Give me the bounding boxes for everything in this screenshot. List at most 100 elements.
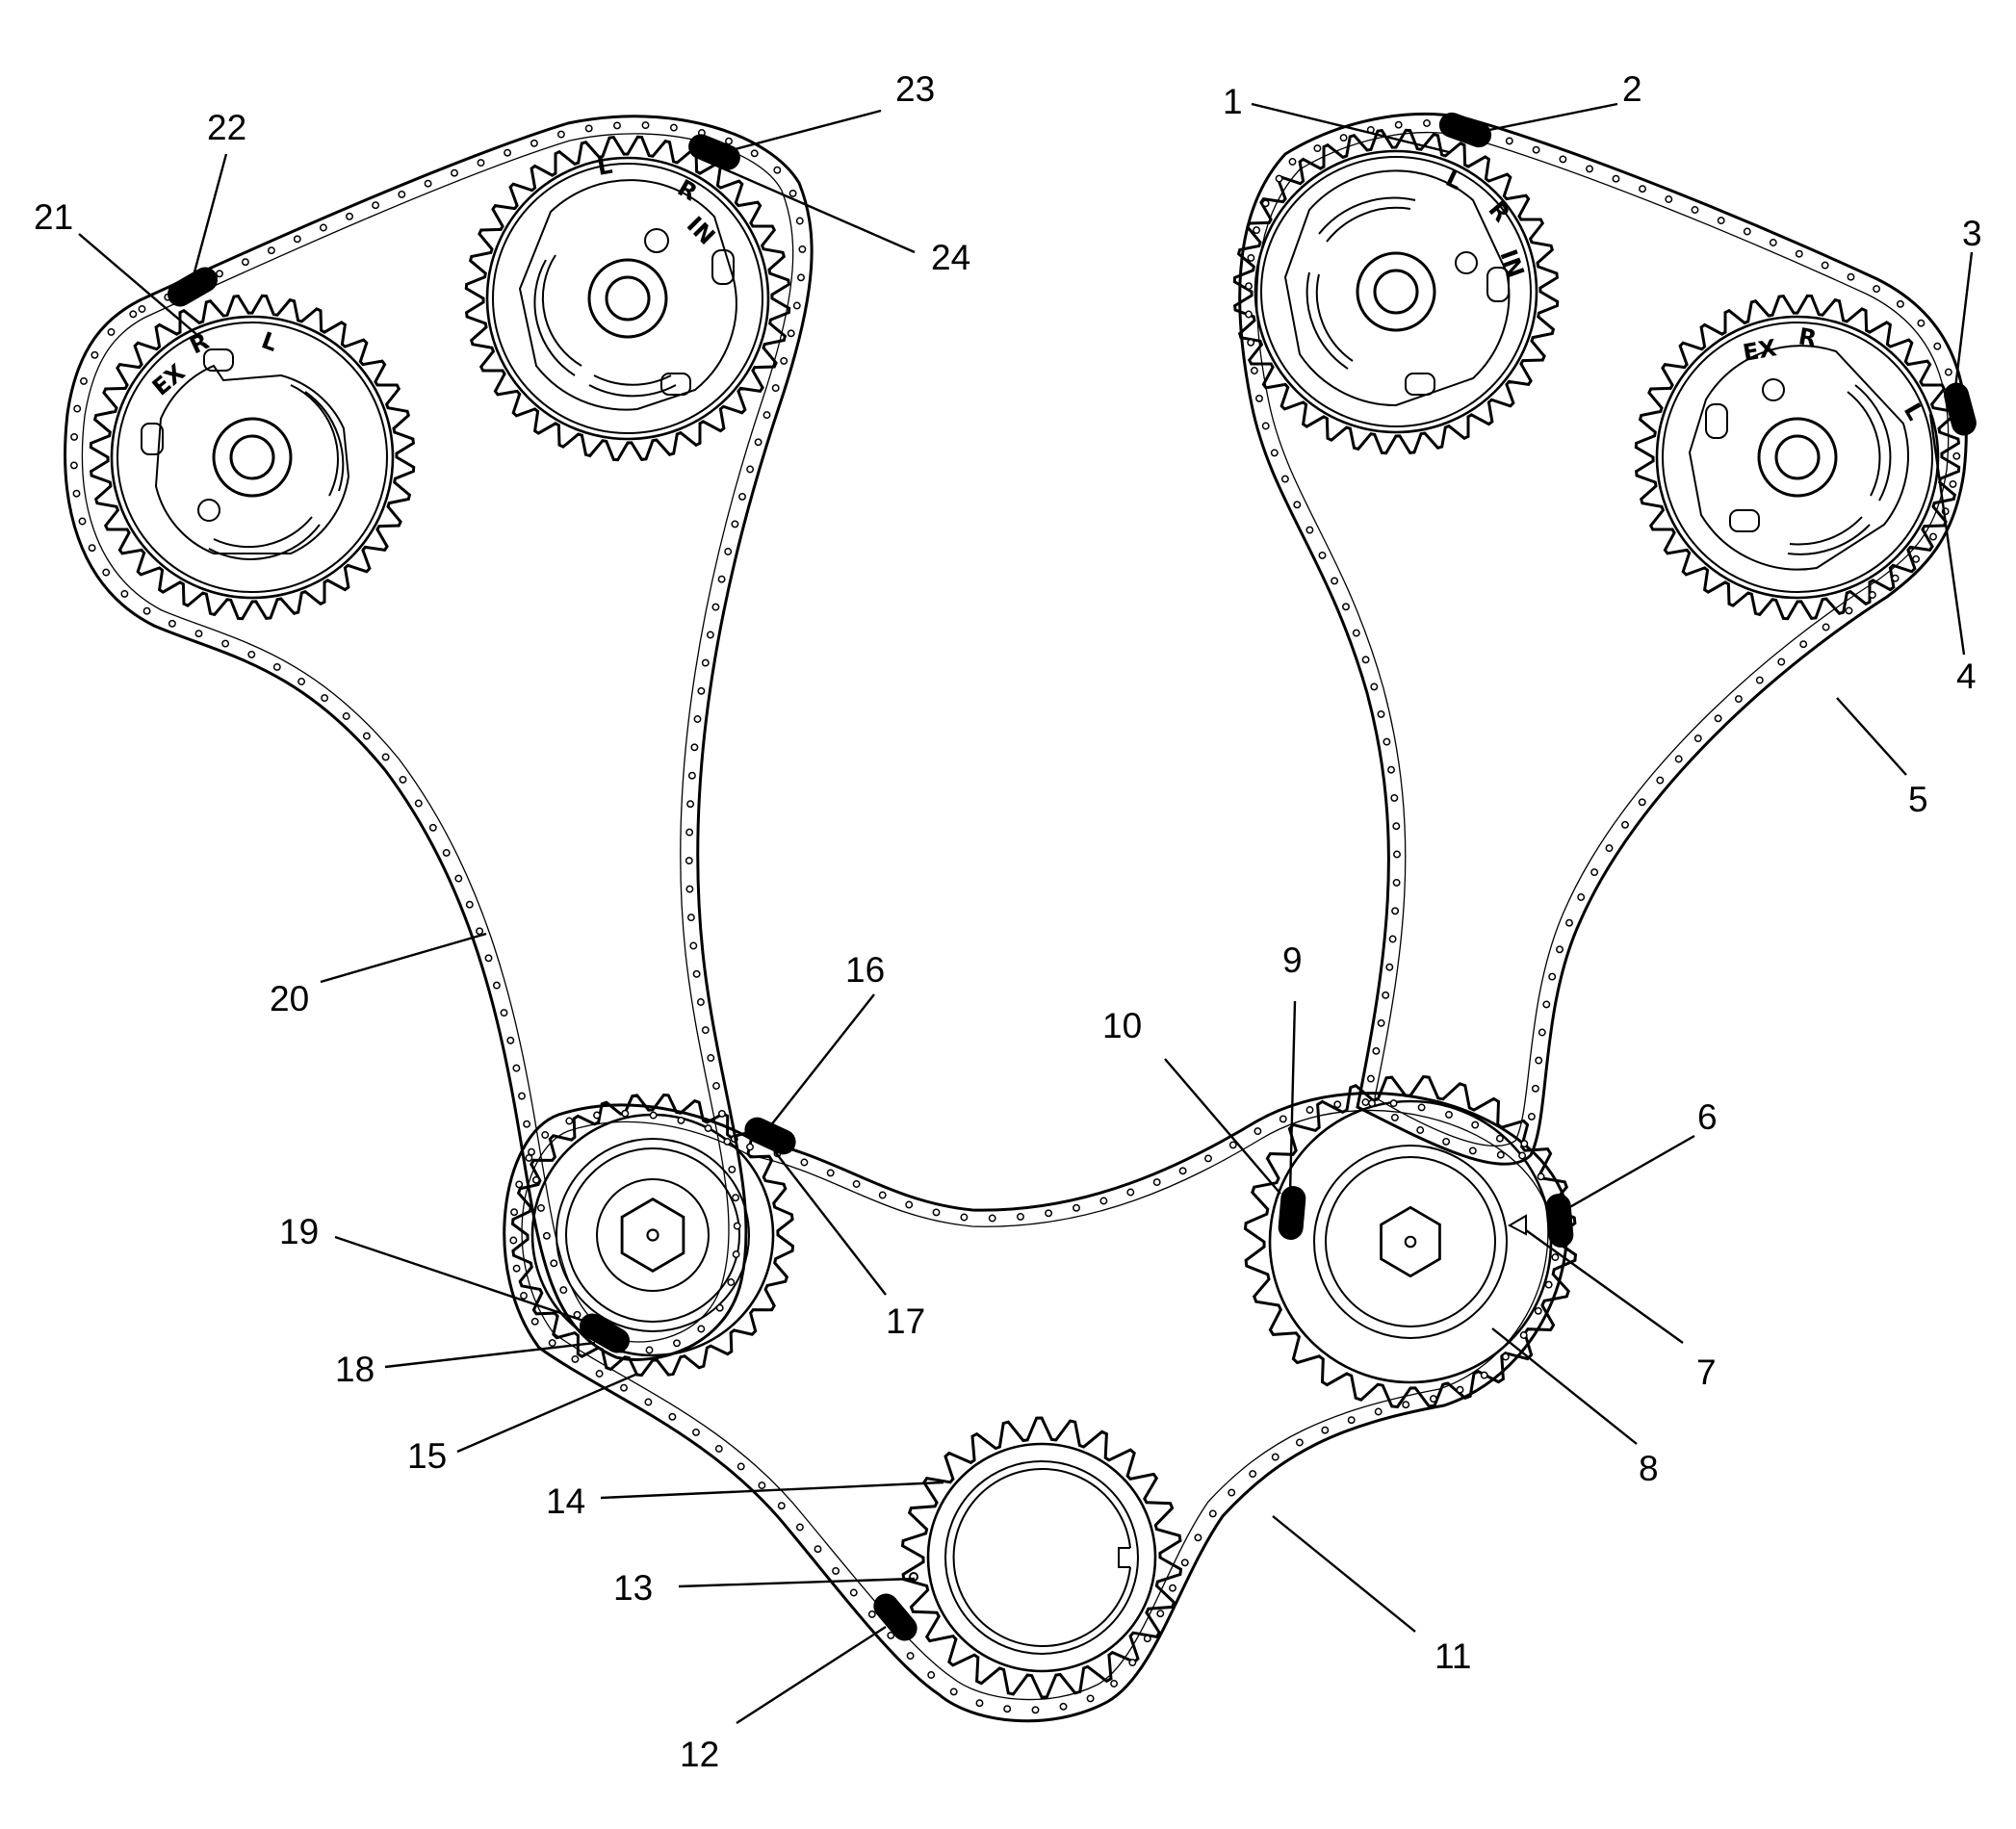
colored-link-22 — [168, 267, 218, 307]
chain-link-pin — [414, 799, 423, 808]
chain-link-pin — [696, 998, 705, 1006]
chain-link-pin — [1605, 844, 1614, 853]
chain-link-pin — [1333, 1100, 1342, 1109]
chain-link-pin — [454, 874, 463, 883]
chain-link-pin — [687, 771, 696, 780]
chain-link-pin — [701, 658, 710, 667]
chain-link-pin — [1769, 239, 1777, 246]
chain-link-pin — [1577, 893, 1586, 901]
chain-link-pin — [905, 1200, 914, 1209]
chain-link-pin — [584, 124, 593, 133]
colored-link-2 — [1438, 112, 1492, 148]
chain-link-pin — [1194, 1533, 1202, 1542]
chain-link-pin — [1519, 1331, 1528, 1339]
chain-link-pin — [692, 969, 701, 978]
chain-link-pin — [932, 1208, 941, 1217]
callout-6: 6 — [1697, 1097, 1718, 1137]
chain-link-pin — [832, 1566, 840, 1575]
callout-11: 11 — [1434, 1636, 1471, 1676]
chain-link-pin — [1777, 657, 1786, 666]
chain-link-pin — [1208, 1509, 1217, 1518]
chain-link-pin — [1126, 1188, 1135, 1197]
chain-link-pin — [1402, 1401, 1410, 1409]
chain-link-pin — [788, 189, 797, 197]
chain-link-pin — [1847, 272, 1855, 281]
chain-link-pin — [595, 1370, 604, 1378]
chain-link-pin — [509, 1236, 518, 1245]
chain-link-pin — [1228, 1488, 1236, 1497]
chain-link-pin — [504, 148, 512, 157]
chain-link-pin — [1247, 253, 1255, 262]
chain-link-pin — [1822, 623, 1830, 631]
chain-link-pin — [787, 329, 795, 338]
chain-link-pin — [1612, 174, 1620, 183]
chain-link-pin — [1361, 1098, 1370, 1106]
chain-link-pin — [621, 1109, 630, 1118]
right-exhaust-camshaft-sprocket: EX R L — [1634, 294, 1961, 621]
chain-link-pin — [711, 603, 720, 611]
chain-link-pin — [728, 1165, 737, 1173]
chain-link-pin — [641, 121, 650, 130]
chain-link-pin — [120, 589, 129, 598]
chain-link-pin — [593, 1111, 601, 1120]
chain-link-pin — [1416, 1126, 1425, 1134]
right-bank-timing-chain — [1238, 112, 1968, 1166]
chain-link-pin — [613, 121, 621, 130]
chain-link-pin — [1392, 878, 1401, 887]
right-idler-sprocket — [1243, 1074, 1578, 1409]
chain-link-pin — [960, 1213, 969, 1222]
chain-link-pin — [477, 159, 485, 167]
chain-link-pin — [512, 1264, 521, 1273]
chain-link-pin — [732, 1194, 739, 1202]
chain-link-pin — [1368, 1099, 1376, 1108]
r-marking: R — [1796, 322, 1819, 352]
chain-link-pin — [73, 404, 82, 413]
chain-link-pin — [1527, 1112, 1536, 1121]
chain-link-pin — [1532, 145, 1540, 154]
chain-link-pin — [1392, 822, 1401, 831]
chain-link-pin — [762, 411, 771, 420]
chain-link-pin — [221, 639, 230, 648]
chain-link-pin — [88, 544, 96, 553]
chain-link-pin — [1952, 451, 1961, 460]
chain-link-pin — [1156, 1610, 1165, 1618]
chain-link-pin — [442, 848, 451, 857]
callout-21: 21 — [34, 197, 73, 237]
crankshaft-sprocket — [900, 1416, 1183, 1699]
callout-3: 3 — [1962, 214, 1982, 253]
chain-link-pin — [1377, 709, 1385, 718]
chain-link-pin — [677, 1116, 685, 1124]
chain-link-pin — [1383, 737, 1391, 746]
callout-numbers: 1 2 3 4 5 6 7 8 9 10 11 12 13 14 15 16 1… — [34, 69, 1982, 1774]
chain-link-pin — [686, 914, 695, 922]
chain-link-pin — [814, 1545, 822, 1554]
chain-link-pin — [548, 1339, 556, 1348]
chain-link-pin — [1374, 1407, 1383, 1416]
chain-link-pin — [668, 1412, 677, 1421]
chain-link-pin — [1559, 155, 1567, 164]
chain-link-pin — [1743, 227, 1751, 236]
chain-link-pin — [1073, 1203, 1080, 1212]
chain-link-pin — [541, 1131, 550, 1139]
chain-link-pin — [1933, 342, 1942, 350]
chain-link-pin — [451, 168, 458, 177]
chain-link-pin — [1393, 850, 1401, 859]
callout-17: 17 — [886, 1301, 925, 1341]
chain-link-pin — [1638, 798, 1646, 807]
chain-link-pin — [1714, 714, 1722, 723]
colored-link-3 — [1944, 382, 1977, 436]
chain-link-pin — [644, 1398, 653, 1406]
chain-link-pin — [826, 1169, 835, 1177]
chain-link-pin — [686, 800, 695, 809]
chain-link-pin — [1059, 1702, 1068, 1711]
chain-link-pin — [1031, 1706, 1040, 1714]
chain-link-pin — [792, 301, 801, 310]
chain-link-pin — [1275, 174, 1283, 183]
chain-link-pin — [773, 166, 782, 174]
chain-link-pin — [1254, 1127, 1262, 1136]
callout-8: 8 — [1639, 1449, 1659, 1488]
chain-link-pin — [476, 927, 484, 936]
left-intake-camshaft-sprocket: IN R L — [464, 135, 791, 462]
callout-23: 23 — [895, 69, 935, 109]
